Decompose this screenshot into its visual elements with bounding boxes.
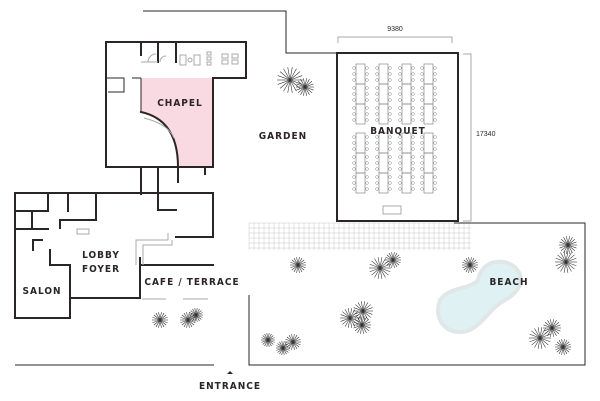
beach-label: BEACH <box>489 277 528 288</box>
banquet-table <box>375 103 392 125</box>
tree-icon <box>290 257 306 273</box>
banquet-table <box>352 172 369 194</box>
banquet-tables <box>352 63 437 194</box>
tree-icon <box>353 316 371 334</box>
corridor-walls <box>140 166 206 211</box>
banquet-table <box>352 83 369 105</box>
chapel-room[interactable]: CHAPEL <box>105 41 247 169</box>
entrance-label: ENTRANCE <box>199 381 261 392</box>
banquet-table <box>375 63 392 85</box>
entrance-marker[interactable]: ENTRANCE <box>199 371 261 392</box>
banquet-table <box>375 83 392 105</box>
banquet-table <box>352 103 369 125</box>
tree-icon <box>277 67 303 93</box>
banquet-table <box>420 172 437 194</box>
tree-icon <box>261 333 275 347</box>
banquet-table <box>398 63 415 85</box>
banquet-table <box>352 152 369 174</box>
entrance-arrow-icon <box>227 371 233 374</box>
tree-icon <box>276 341 290 355</box>
banquet-table <box>352 132 369 154</box>
tree-icon <box>543 319 561 337</box>
banquet-table <box>375 152 392 174</box>
banquet-table <box>398 83 415 105</box>
banquet-table <box>398 152 415 174</box>
chapel-label: CHAPEL <box>157 98 203 109</box>
tree-icon <box>180 312 196 328</box>
lobby-label: LOBBY <box>82 250 120 261</box>
banquet-table <box>375 172 392 194</box>
cafe-terrace-label: CAFE / TERRACE <box>144 277 239 288</box>
banquet-table <box>420 152 437 174</box>
lobby-building[interactable]: LOBBY FOYER SALON CAFE / TERRACE <box>14 192 240 319</box>
tree-icon <box>189 308 203 322</box>
tree-icon <box>555 339 571 355</box>
tree-icon <box>353 301 373 321</box>
site-boundary-top <box>143 10 337 54</box>
terrace-paving-grid <box>248 222 471 250</box>
banquet-length-value: 17340 <box>476 131 496 138</box>
garden-label: GARDEN <box>259 131 307 142</box>
banquet-table <box>352 63 369 85</box>
tree-icon <box>152 312 168 328</box>
tree-icon <box>285 334 301 350</box>
tree-icon <box>369 257 391 279</box>
banquet-length-dimension: 17340 <box>463 53 496 222</box>
banquet-width-value: 9380 <box>387 26 403 33</box>
tree-icon <box>462 257 478 273</box>
tree-icon <box>555 251 577 273</box>
banquet-table <box>420 103 437 125</box>
tree-icon <box>296 78 314 96</box>
banquet-label: BANQUET <box>370 126 426 137</box>
banquet-table <box>420 63 437 85</box>
banquet-width-dimension: 9380 <box>337 26 453 43</box>
beach-enclosure <box>248 222 586 366</box>
tree-icon <box>340 308 360 328</box>
trees <box>152 67 577 355</box>
tree-icon <box>529 327 551 349</box>
banquet-room[interactable]: BANQUET <box>336 52 459 222</box>
banquet-table <box>398 103 415 125</box>
salon-label: SALON <box>23 286 62 297</box>
banquet-table <box>398 172 415 194</box>
foyer-label: FOYER <box>82 264 120 275</box>
banquet-table <box>420 83 437 105</box>
beach-pool[interactable]: BEACH <box>436 259 528 334</box>
tree-icon <box>385 252 401 268</box>
